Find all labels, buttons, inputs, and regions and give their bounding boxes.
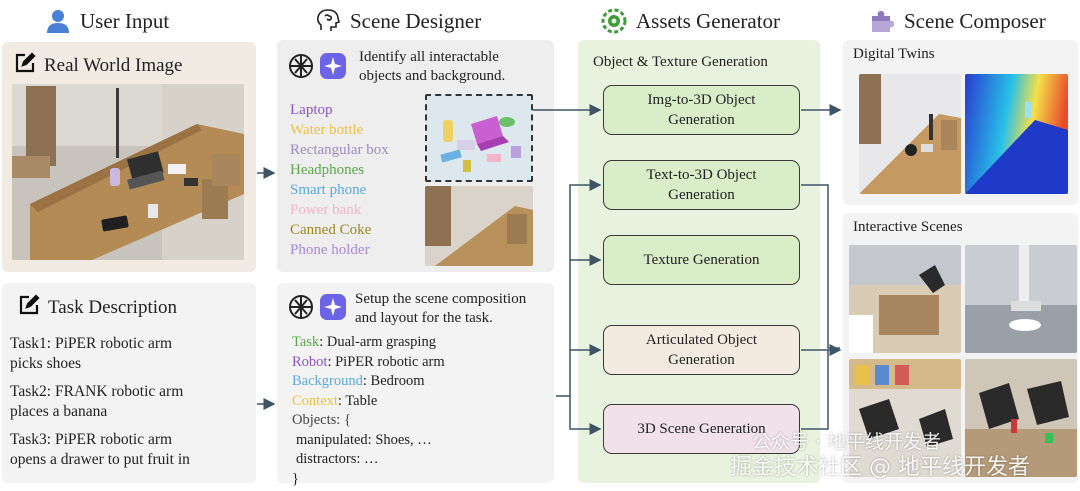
object-list-item: Laptop bbox=[290, 102, 333, 118]
setup-prompt: Setup the scene composition and layout f… bbox=[355, 291, 527, 326]
gemini-logo-icon bbox=[319, 52, 347, 85]
identify-prompt: Identify all interactable objects and ba… bbox=[359, 49, 506, 84]
setup-close: } bbox=[292, 470, 299, 487]
task-item: Task1: PiPER robotic arm picks shoes bbox=[10, 335, 173, 372]
column-title-assets-generator: Assets Generator bbox=[600, 6, 780, 36]
chatgpt-logo-icon bbox=[286, 292, 316, 327]
brain-head-icon bbox=[314, 7, 342, 35]
gemini-logo-icon bbox=[319, 293, 347, 326]
object-assets-image bbox=[425, 94, 533, 182]
column-title-user-input: User Input bbox=[44, 6, 169, 36]
3d-scene-generation-box: 3D Scene Generation bbox=[603, 404, 800, 454]
setup-manipulated: manipulated: Shoes, … bbox=[296, 431, 432, 448]
interactive-scene-image bbox=[849, 359, 961, 477]
gear-icon bbox=[600, 7, 628, 35]
setup-robot: Robot: PiPER robotic arm bbox=[292, 353, 445, 370]
digital-twin-depth-image bbox=[965, 74, 1068, 194]
scene-setup-spec: Task: Dual-arm grasping Robot: PiPER rob… bbox=[292, 333, 445, 489]
task-list: Task1: PiPER robotic arm picks shoes Tas… bbox=[10, 334, 240, 484]
column-title-label: User Input bbox=[80, 8, 170, 33]
object-list-item: Smart phone bbox=[290, 182, 367, 198]
edit-icon bbox=[14, 52, 36, 80]
watermark-line2: 掘金技术社区 @ 地平线开发者 bbox=[730, 455, 1030, 480]
watermark-line1: 公众号 · 地平线开发者 bbox=[752, 431, 942, 453]
column-title-label: Scene Designer bbox=[350, 8, 482, 33]
real-world-image bbox=[12, 84, 244, 260]
digital-twin-rgb-image bbox=[859, 74, 961, 194]
interactive-scene-image bbox=[965, 245, 1077, 353]
object-list-item: Phone holder bbox=[290, 242, 370, 258]
digital-twins-label: Digital Twins bbox=[853, 46, 935, 62]
edit-icon bbox=[18, 294, 40, 322]
chatgpt-logo-icon bbox=[286, 51, 316, 86]
puzzle-icon bbox=[868, 7, 896, 35]
column-title-scene-composer: Scene Composer bbox=[868, 6, 1046, 36]
setup-background: Background: Bedroom bbox=[292, 373, 425, 389]
object-list-item: Headphones bbox=[290, 162, 365, 178]
user-icon bbox=[44, 7, 72, 35]
interactive-scene-image bbox=[849, 245, 961, 353]
object-list-item: Rectangular box bbox=[290, 142, 389, 158]
scene-background-image bbox=[425, 186, 533, 266]
setup-objects: Objects: { bbox=[292, 412, 351, 428]
task-description-panel bbox=[2, 283, 256, 483]
column-title-scene-designer: Scene Designer bbox=[314, 6, 481, 36]
interactive-scenes-label: Interactive Scenes bbox=[853, 219, 963, 235]
real-world-image-heading: Real World Image bbox=[14, 52, 182, 80]
object-list-item: Canned Coke bbox=[290, 222, 372, 238]
object-texture-subtitle: Object & Texture Generation bbox=[593, 54, 768, 70]
setup-context: Context: Table bbox=[292, 392, 378, 409]
task-item: Task3: PiPER robotic arm opens a drawer … bbox=[10, 431, 190, 468]
column-title-label: Assets Generator bbox=[636, 8, 781, 33]
setup-task: Task: Dual-arm grasping bbox=[292, 334, 436, 350]
texture-generation-box: Texture Generation bbox=[603, 235, 800, 285]
task-description-heading: Task Description bbox=[18, 294, 177, 322]
interactive-scene-image bbox=[965, 359, 1077, 477]
setup-distractors: distractors: … bbox=[296, 451, 379, 467]
task-item: Task2: FRANK robotic arm places a banana bbox=[10, 383, 184, 420]
column-title-label: Scene Composer bbox=[904, 8, 1046, 33]
object-list-item: Water bottle bbox=[290, 122, 364, 138]
object-list-item: Power bank bbox=[290, 202, 362, 218]
